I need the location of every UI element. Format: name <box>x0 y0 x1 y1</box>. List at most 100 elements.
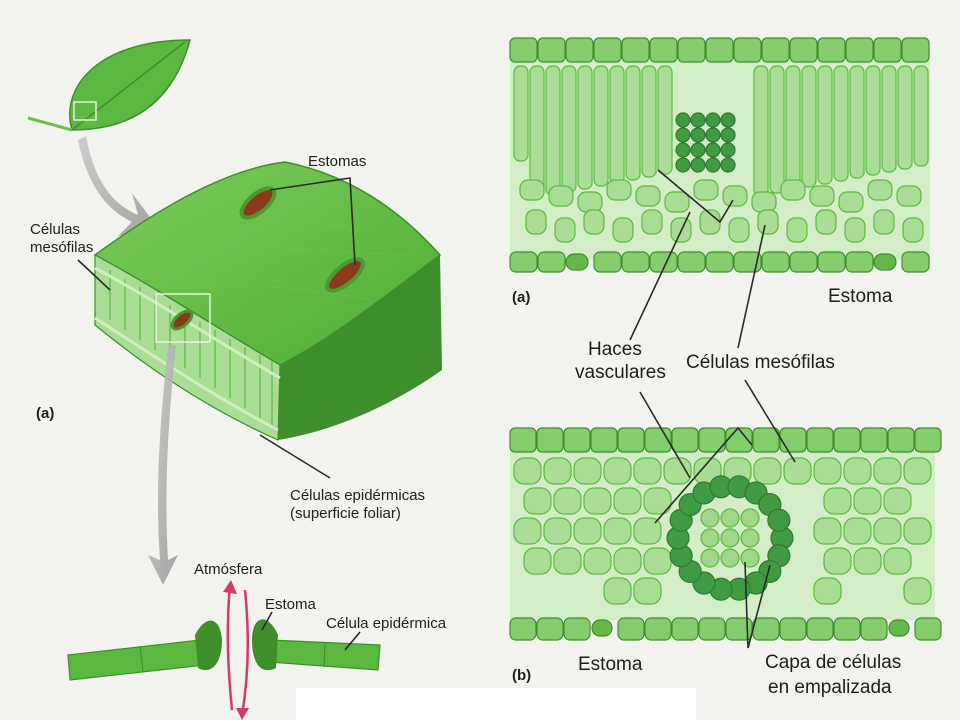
palisade-cell <box>769 65 785 194</box>
mesophyll-cell <box>853 487 882 515</box>
mesophyll-cell <box>813 517 842 545</box>
gas-exchange-arrows <box>226 584 250 716</box>
mesophyll-cell <box>823 487 852 515</box>
estoma-small-leader <box>261 611 273 631</box>
mesophyll-cell <box>523 487 552 515</box>
mesophyll-cell <box>823 547 852 575</box>
mesofilas-leader-a <box>737 224 766 349</box>
lower-epidermis-cell <box>644 617 672 641</box>
vascular-inner-cell <box>720 548 740 568</box>
mesophyll-cell <box>873 457 902 485</box>
vascular-inner-cell <box>720 528 740 548</box>
palisade-cell <box>785 65 801 191</box>
upper-epidermis-cell <box>887 427 915 453</box>
mesophyll-cell <box>843 517 872 545</box>
label-capa-1: Capa de células <box>765 652 901 673</box>
palisade-cell <box>897 65 913 170</box>
vascular-bundle-cell <box>690 127 706 143</box>
mesophyll-cell <box>903 457 932 485</box>
lower-epidermis-cell <box>536 617 564 641</box>
lower-epidermis-cell <box>537 251 566 273</box>
palisade-cell <box>865 65 881 176</box>
mesophyll-cell <box>583 547 612 575</box>
leaf-cross-section-a <box>509 37 930 273</box>
upper-epidermis-cell <box>817 37 846 63</box>
upper-epidermis-cell <box>789 37 818 63</box>
label-capa-2: en empalizada <box>768 677 892 698</box>
vascular-bundle-cell <box>705 127 721 143</box>
upper-epidermis-cell <box>677 37 706 63</box>
upper-epidermis-cell <box>537 37 566 63</box>
lower-epidermis-cell <box>698 617 726 641</box>
mesophyll-cell <box>603 517 632 545</box>
mesophyll-cell <box>753 457 782 485</box>
upper-epidermis-cell <box>873 37 902 63</box>
palisade-cell <box>513 65 529 162</box>
label-haces-2: vasculares <box>575 362 666 383</box>
vascular-bundle-cell <box>720 127 736 143</box>
upper-epidermis-cell <box>779 427 807 453</box>
palisade-cell <box>625 65 641 181</box>
mesophyll-cell <box>783 457 812 485</box>
vascular-bracket-b <box>654 426 753 524</box>
vascular-bundle-cell <box>675 112 691 128</box>
estomas-leader <box>269 177 356 266</box>
guard-cell <box>873 253 897 271</box>
palisade-cell <box>593 65 609 187</box>
palisade-cell <box>881 65 897 173</box>
leaf-cross-section-b <box>509 427 942 641</box>
spongy-cell <box>902 217 924 243</box>
lower-epidermis-cell <box>563 617 591 641</box>
spongy-cell <box>757 209 779 235</box>
vascular-inner-cell <box>740 508 760 528</box>
lower-epidermis-cell <box>845 251 874 273</box>
mesophyll-cell <box>853 547 882 575</box>
upper-epidermis-cell <box>617 427 645 453</box>
guard-cell <box>565 253 589 271</box>
mesophyll-cell <box>883 547 912 575</box>
palisade-cell <box>577 65 593 190</box>
upper-epidermis-cell <box>698 427 726 453</box>
label-celula-epidermica: Célula epidérmica <box>326 615 447 632</box>
lower-epidermis-cell <box>806 617 834 641</box>
vascular-bundle-cell <box>690 157 706 173</box>
vascular-inner-cell <box>740 528 760 548</box>
upper-epidermis-cell <box>914 427 942 453</box>
label-mesofilas-left-1: Células <box>30 221 80 238</box>
label-estoma-small: Estoma <box>265 596 317 613</box>
upper-epidermis-cell <box>733 37 762 63</box>
haces-leader-a <box>629 211 691 341</box>
vascular-inner-cell <box>700 528 720 548</box>
spongy-cell <box>896 185 922 207</box>
label-epidermicas-2: (superficie foliar) <box>290 505 401 522</box>
palisade-cell <box>817 65 833 185</box>
spongy-cell <box>838 191 864 213</box>
mesophyll-cell <box>573 517 602 545</box>
lower-epidermis-cell <box>779 617 807 641</box>
spongy-cell <box>519 179 545 201</box>
lower-epidermis-cell <box>860 617 888 641</box>
vascular-bundle-cell <box>705 142 721 158</box>
spongy-cell <box>722 185 748 207</box>
mesophyll-cell <box>543 517 572 545</box>
upper-epidermis-cell <box>621 37 650 63</box>
upper-epidermis-cell <box>705 37 734 63</box>
mesophyll-cell <box>553 487 582 515</box>
lower-epidermis-cell <box>593 251 622 273</box>
mesophyll-cell <box>613 487 642 515</box>
lower-epidermis-cell <box>649 251 678 273</box>
spongy-cell <box>786 217 808 243</box>
palisade-cell <box>849 65 865 179</box>
spongy-cell <box>844 217 866 243</box>
upper-epidermis-cell <box>509 427 537 453</box>
upper-epidermis-cell <box>833 427 861 453</box>
mesophyll-cell <box>903 577 932 605</box>
vascular-bundle-cell <box>690 142 706 158</box>
palisade-cell <box>657 65 673 175</box>
lower-epidermis-cell <box>677 251 706 273</box>
label-estoma-b: Estoma <box>578 654 643 675</box>
zoom-arrow-2 <box>148 345 178 585</box>
mesophyll-cell <box>663 457 692 485</box>
mesophyll-cell <box>903 517 932 545</box>
label-left-panel-a: (a) <box>36 405 54 422</box>
